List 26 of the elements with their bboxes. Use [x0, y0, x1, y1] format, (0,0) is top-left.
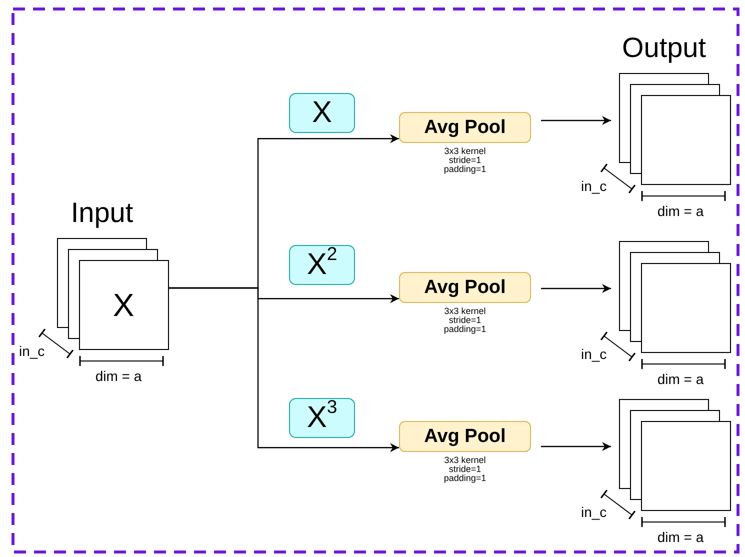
- matrix-symbol: X: [112, 286, 136, 322]
- term-box: X: [289, 93, 355, 133]
- dimension-label: in_c: [581, 346, 607, 362]
- process-box: Avg Pool: [399, 421, 531, 452]
- heading: Output: [620, 31, 708, 65]
- dimension-label: dim = a: [656, 371, 705, 387]
- arrow: [541, 116, 611, 125]
- arrow: [169, 287, 399, 452]
- dimension-label: dim = a: [94, 368, 143, 384]
- process-box: Avg Pool: [399, 272, 531, 303]
- feature-map-stack: [619, 399, 731, 510]
- parameter-note: 3x3 kernel stride=1 padding=1: [442, 147, 488, 174]
- dimension-label: in_c: [581, 178, 607, 194]
- term-box: X$^{3}$: [289, 398, 355, 438]
- dimension-label: dim = a: [656, 529, 705, 545]
- parameter-note: 3x3 kernel stride=1 padding=1: [442, 307, 488, 334]
- parameter-note: 3x3 kernel stride=1 padding=1: [442, 456, 488, 483]
- feature-map-stack: [619, 241, 731, 352]
- arrow: [541, 442, 611, 451]
- dimension-label: in_c: [581, 504, 607, 520]
- dimension-label: dim = a: [656, 203, 705, 219]
- term-box: X$^{2}$: [289, 245, 355, 285]
- dimension-label: in_c: [19, 343, 45, 359]
- process-box: Avg Pool: [399, 112, 531, 143]
- heading: Input: [70, 196, 134, 230]
- arrow: [541, 284, 611, 293]
